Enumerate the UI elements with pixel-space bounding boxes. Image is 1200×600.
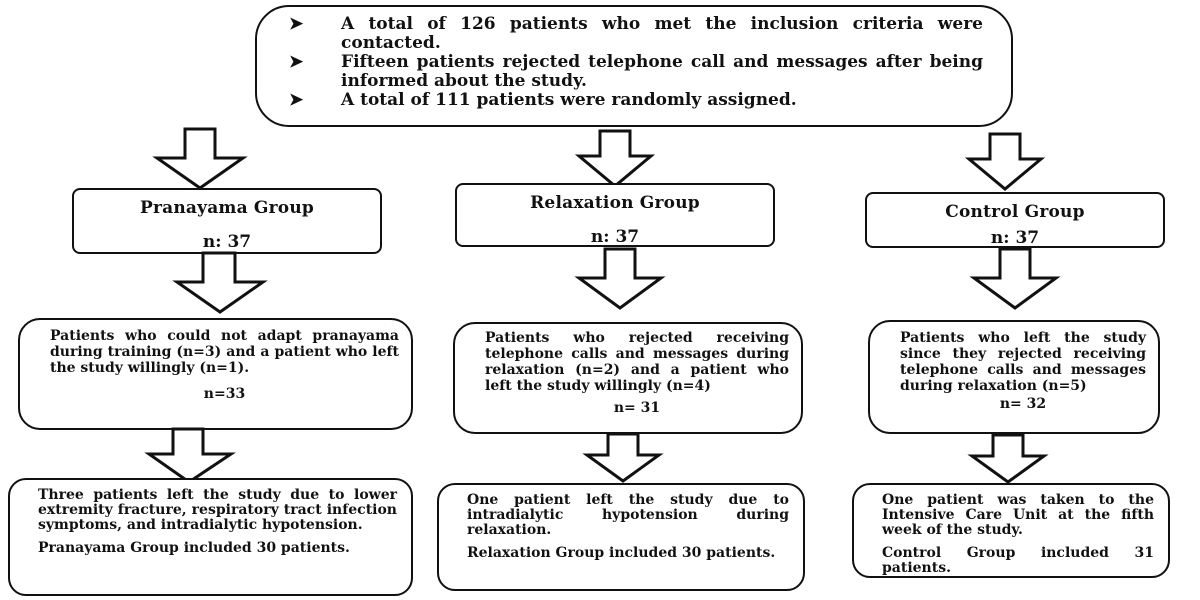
final-count-text: Relaxation Group included 30 patients. [467,545,776,561]
group-count: n: 37 [202,232,252,252]
arrowhead-bullet-icon: ➤ [289,52,304,72]
down-arrow-icon [582,432,664,483]
arrowhead-bullet-icon: ➤ [289,14,304,34]
group-name: Pranayama Group [139,198,314,218]
group-count: n: 37 [990,228,1040,248]
down-arrow-icon [172,251,268,314]
down-arrow-icon [152,127,248,190]
arrowhead-bullet-icon: ➤ [289,90,304,110]
control-dropout-box: Patients who left the study since they r… [868,320,1160,434]
group-name: Control Group [945,202,1085,222]
pranayama-dropout-box: Patients who could not adapt pranayama d… [18,318,413,430]
relaxation-group-box: Relaxation Group n: 37 [455,183,775,247]
final-dropout-text: One patient left the study due to intrad… [467,492,789,538]
down-arrow-icon [964,132,1046,191]
down-arrow-icon [574,129,656,188]
inclusion-summary-box: ➤ A total of 126 patients who met the inc… [255,5,1013,127]
summary-item: ➤ Fifteen patients rejected telephone cal… [289,53,983,91]
remaining-count: n=33 [203,386,246,402]
inclusion-summary-list: ➤ A total of 126 patients who met the inc… [289,15,983,110]
dropout-text: Patients who rejected receiving telephon… [485,330,789,394]
remaining-count: n= 32 [999,396,1047,412]
down-arrow-icon [574,247,666,310]
down-arrow-icon [969,247,1061,310]
dropout-text: Patients who could not adapt pranayama d… [50,328,399,376]
pranayama-final-box: Three patients left the study due to low… [8,478,413,596]
final-count-text: Control Group included 31 patients. [882,545,1154,576]
down-arrow-icon [967,433,1049,484]
summary-item: ➤ A total of 126 patients who met the inc… [289,15,983,53]
summary-item-text: A total of 111 patients were randomly as… [341,90,797,110]
summary-item-text: A total of 126 patients who met the incl… [341,14,983,53]
down-arrow-icon [144,427,236,484]
pranayama-group-box: Pranayama Group n: 37 [72,188,382,254]
final-count-text: Pranayama Group included 30 patients. [38,540,350,556]
group-count: n: 37 [590,227,640,247]
relaxation-final-box: One patient left the study due to intrad… [437,483,805,591]
remaining-count: n= 31 [613,400,661,416]
dropout-text: Patients who left the study since they r… [900,330,1146,394]
summary-item: ➤ A total of 111 patients were randomly a… [289,91,983,110]
summary-item-text: Fifteen patients rejected telephone call… [341,52,983,91]
control-final-box: One patient was taken to the Intensive C… [852,483,1170,578]
relaxation-dropout-box: Patients who rejected receiving telephon… [453,322,803,434]
control-group-box: Control Group n: 37 [865,192,1165,248]
final-dropout-text: Three patients left the study due to low… [38,487,397,533]
group-name: Relaxation Group [530,193,700,213]
final-dropout-text: One patient was taken to the Intensive C… [882,492,1154,538]
